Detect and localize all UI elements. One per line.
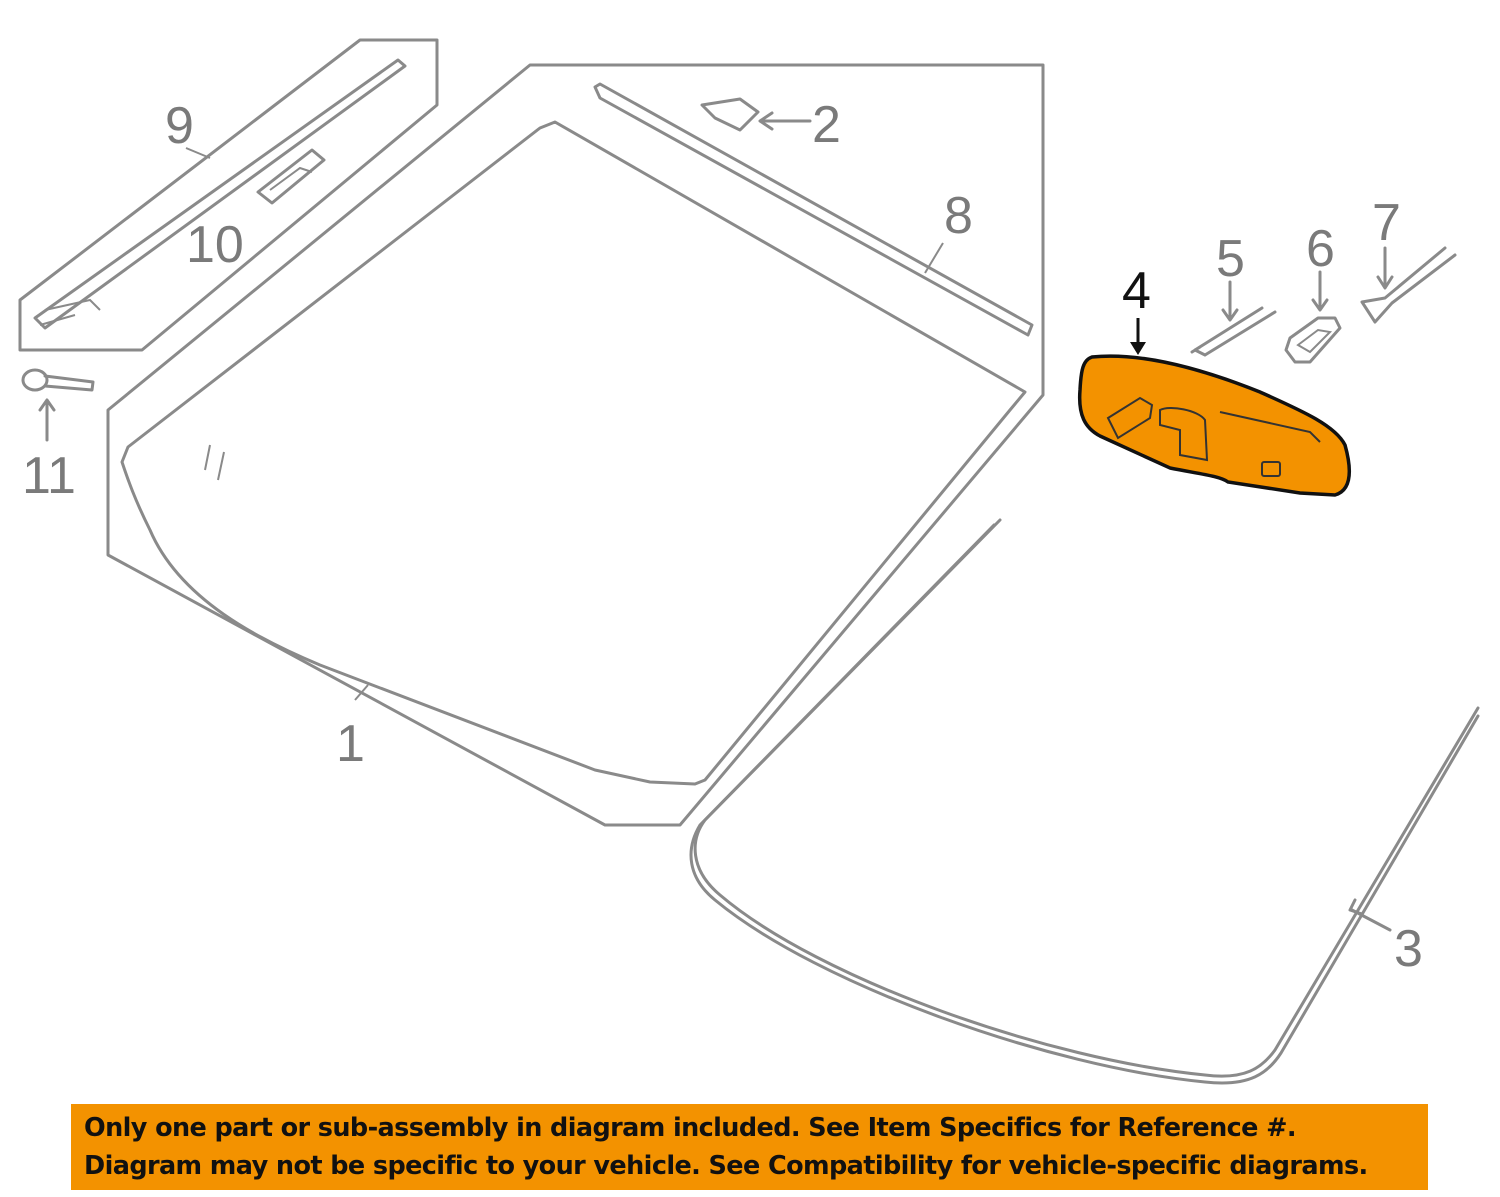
part-9-moulding-group [18,38,439,352]
callout-5: 5 [1216,230,1245,288]
callout-1: 1 [336,715,365,773]
part-1-windshield-group [106,63,1045,827]
callout-9: 9 [165,97,194,155]
callout-10: 10 [186,216,244,274]
callout-2: 2 [812,96,841,154]
part-7-cable [1360,246,1457,324]
callout-4: 4 [1122,262,1151,320]
callout-3: 3 [1394,920,1423,978]
callout-8: 8 [944,187,973,245]
disclaimer-line-1: Only one part or sub-assembly in diagram… [84,1113,1297,1143]
disclaimer-line-2: Diagram may not be specific to your vehi… [84,1151,1368,1181]
part-11-clip [21,368,95,442]
callout-6: 6 [1306,220,1335,278]
part-4-rearview-mirror [1077,318,1352,497]
part-5-wire [1190,280,1277,357]
callout-11: 11 [22,447,76,505]
part-3-seal [689,518,1480,1085]
part-6-pad [1284,270,1342,364]
disclaimer-banner: Only one part or sub-assembly in diagram… [71,1104,1428,1190]
callout-7: 7 [1372,194,1401,252]
